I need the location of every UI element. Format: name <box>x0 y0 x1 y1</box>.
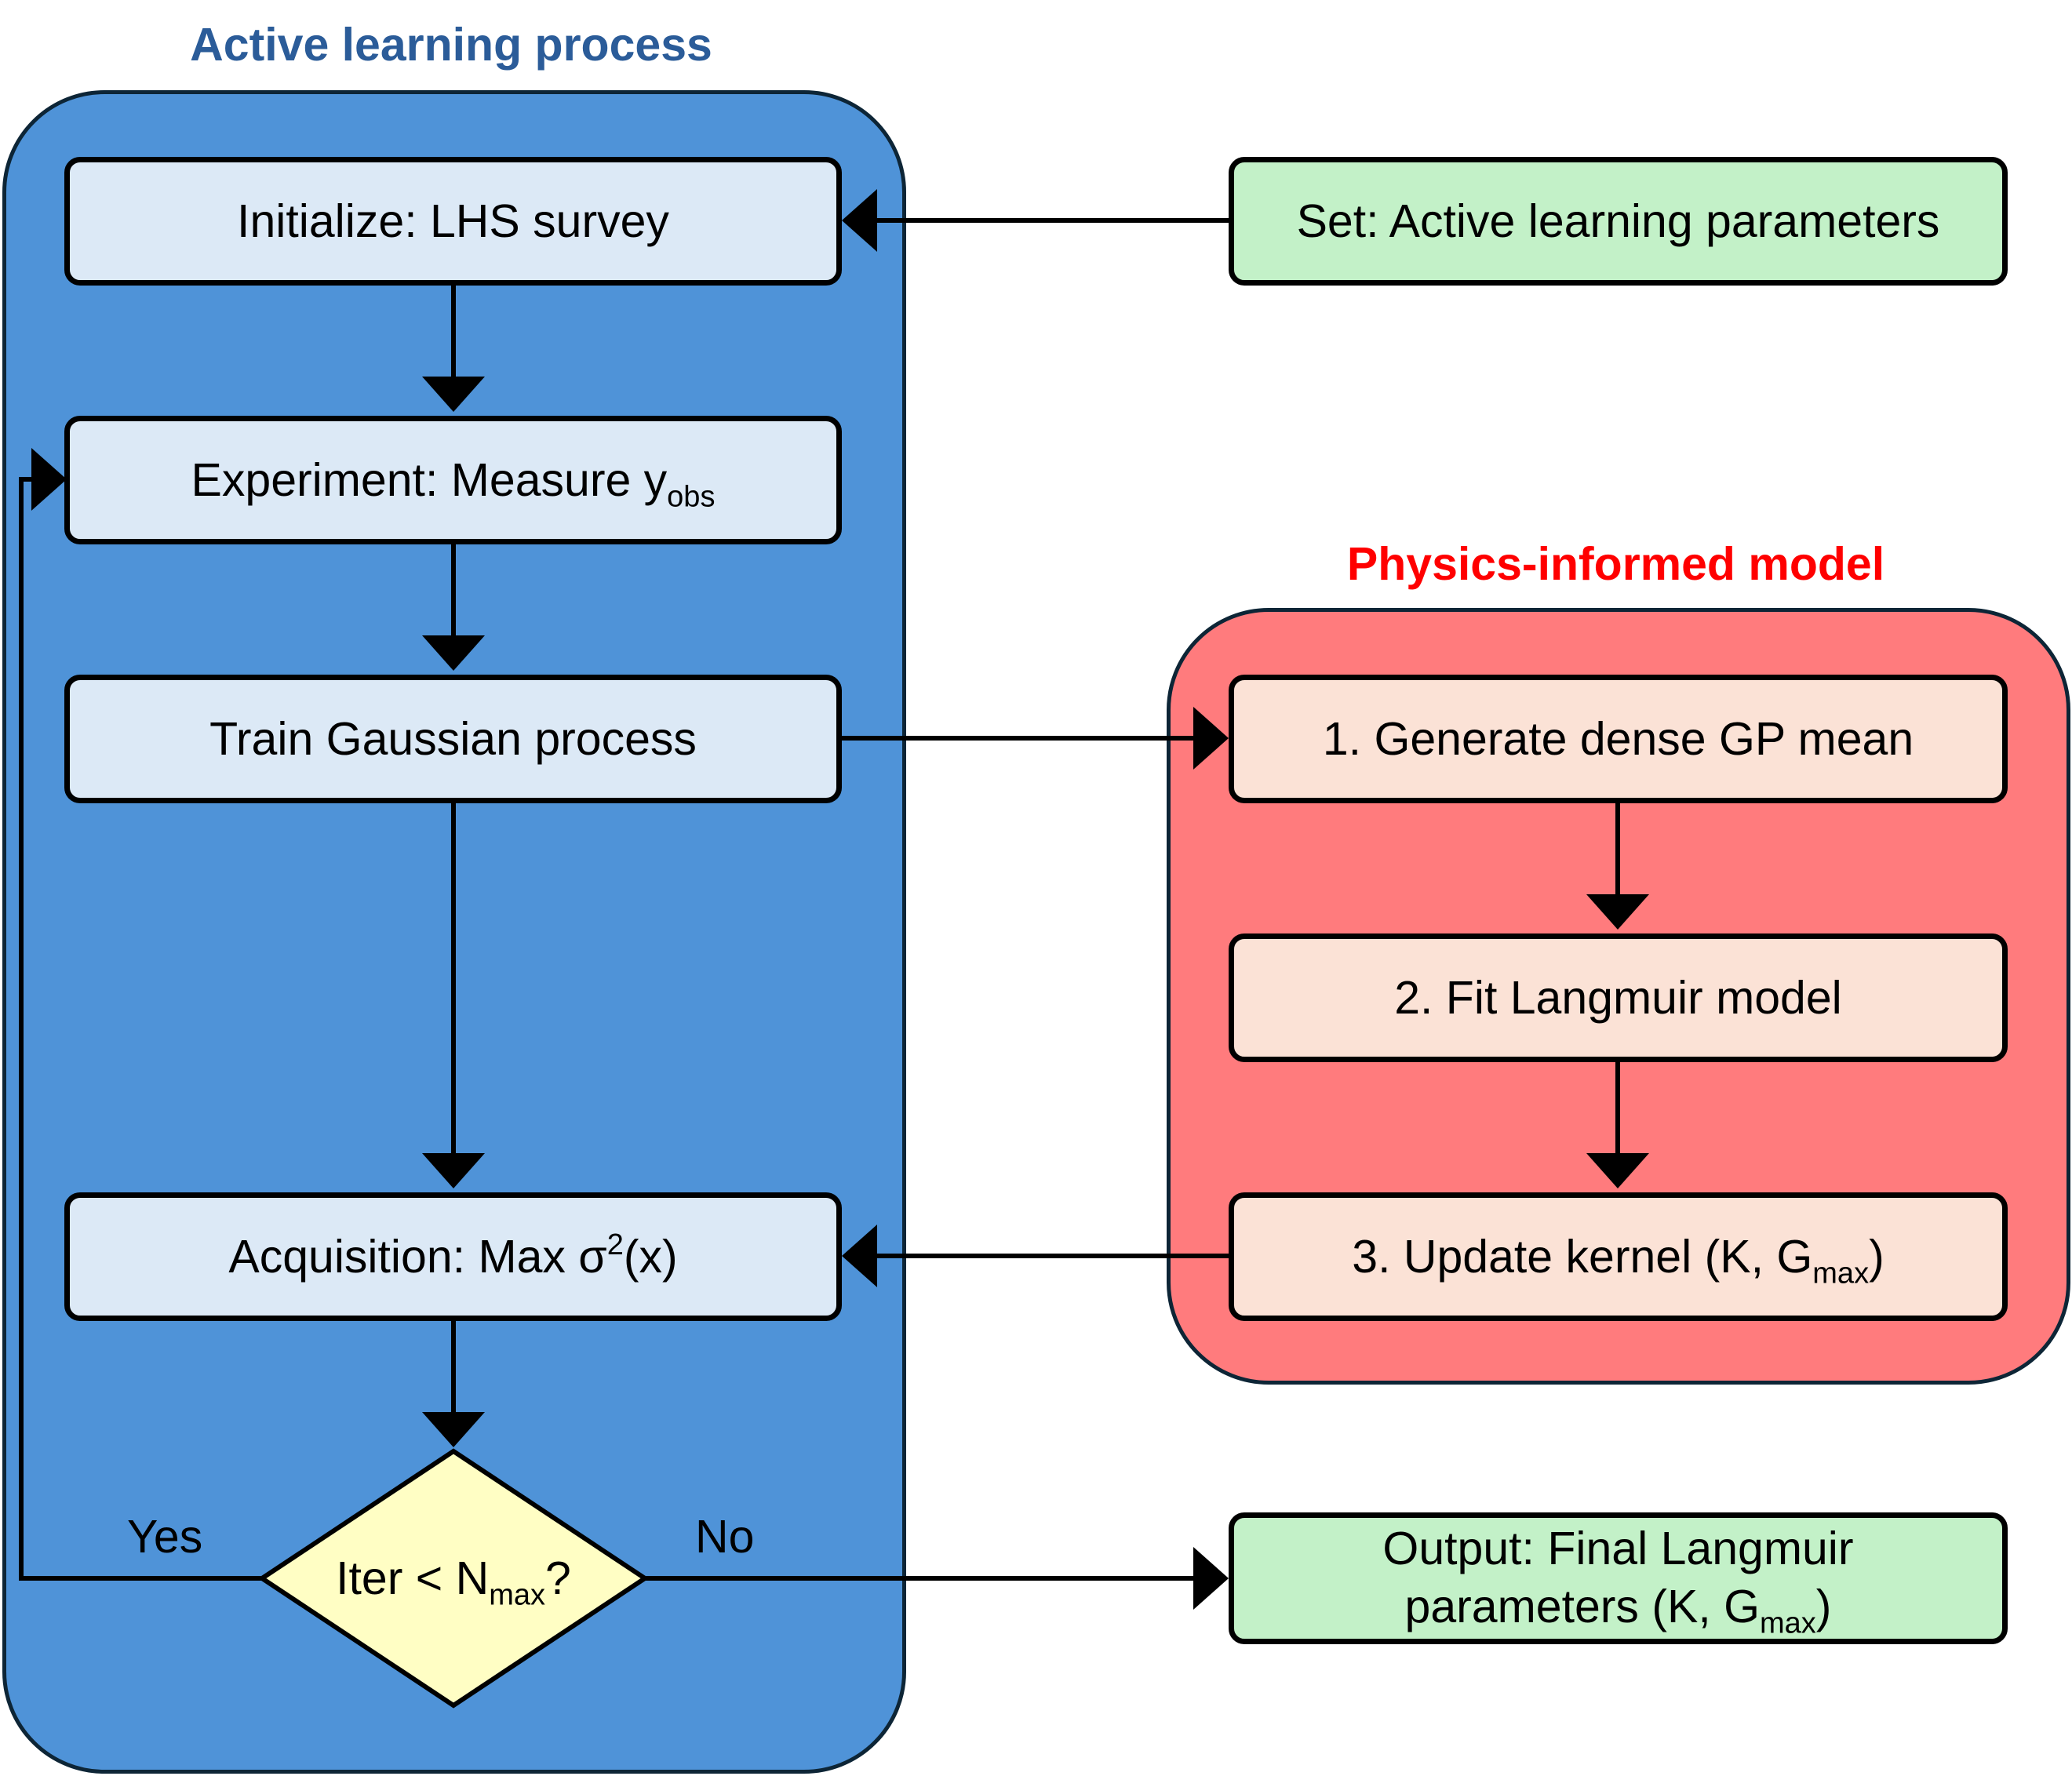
arrowhead-generate <box>1193 707 1229 770</box>
set-params-label: Set: Active learning parameters <box>1296 195 1940 247</box>
experiment-label: Experiment: Measure yobs <box>191 453 716 513</box>
generate-node: 1. Generate dense GP mean <box>1229 675 2008 803</box>
no-label: No <box>695 1511 755 1563</box>
train-node: Train Gaussian process <box>64 675 842 803</box>
set-params-node: Set: Active learning parameters <box>1229 157 2008 286</box>
physics-model-title: Physics-informed model <box>1346 538 1885 590</box>
arrowhead-initialize <box>842 189 877 252</box>
initialize-label: Initialize: LHS survey <box>237 195 669 247</box>
arrowhead-acquisition-feedback <box>842 1225 877 1287</box>
edge-decision-experiment-loop <box>19 477 262 1581</box>
arrowhead-experiment <box>422 377 485 412</box>
output-line-1: Output: Final Langmuir <box>1382 1523 1854 1575</box>
arrowhead-output <box>1193 1547 1229 1610</box>
arrowhead-fit <box>1586 894 1649 930</box>
train-label: Train Gaussian process <box>209 712 697 765</box>
fit-node: 2. Fit Langmuir model <box>1229 933 2008 1062</box>
acquisition-node: Acquisition: Max σ2(x) <box>64 1192 842 1321</box>
update-label: 3. Update kernel (K, Gmax) <box>1352 1230 1884 1290</box>
decision-diamond <box>257 1448 650 1709</box>
active-learning-title: Active learning process <box>190 19 712 71</box>
arrowhead-experiment-loop <box>31 448 67 511</box>
arrowhead-train <box>422 635 485 671</box>
arrowhead-decision <box>422 1412 485 1447</box>
arrowhead-update <box>1586 1153 1649 1188</box>
initialize-node: Initialize: LHS survey <box>64 157 842 286</box>
decision-label: Iter < Nmax? <box>336 1552 571 1612</box>
yes-label: Yes <box>127 1511 203 1563</box>
arrowhead-acquisition <box>422 1153 485 1188</box>
fit-label: 2. Fit Langmuir model <box>1394 971 1842 1024</box>
generate-label: 1. Generate dense GP mean <box>1322 712 1914 765</box>
acquisition-label: Acquisition: Max σ2(x) <box>228 1228 678 1283</box>
output-line-2: parameters (K, G <box>1404 1581 1760 1632</box>
experiment-node: Experiment: Measure yobs <box>64 416 842 544</box>
update-node: 3. Update kernel (K, Gmax) <box>1229 1192 2008 1321</box>
